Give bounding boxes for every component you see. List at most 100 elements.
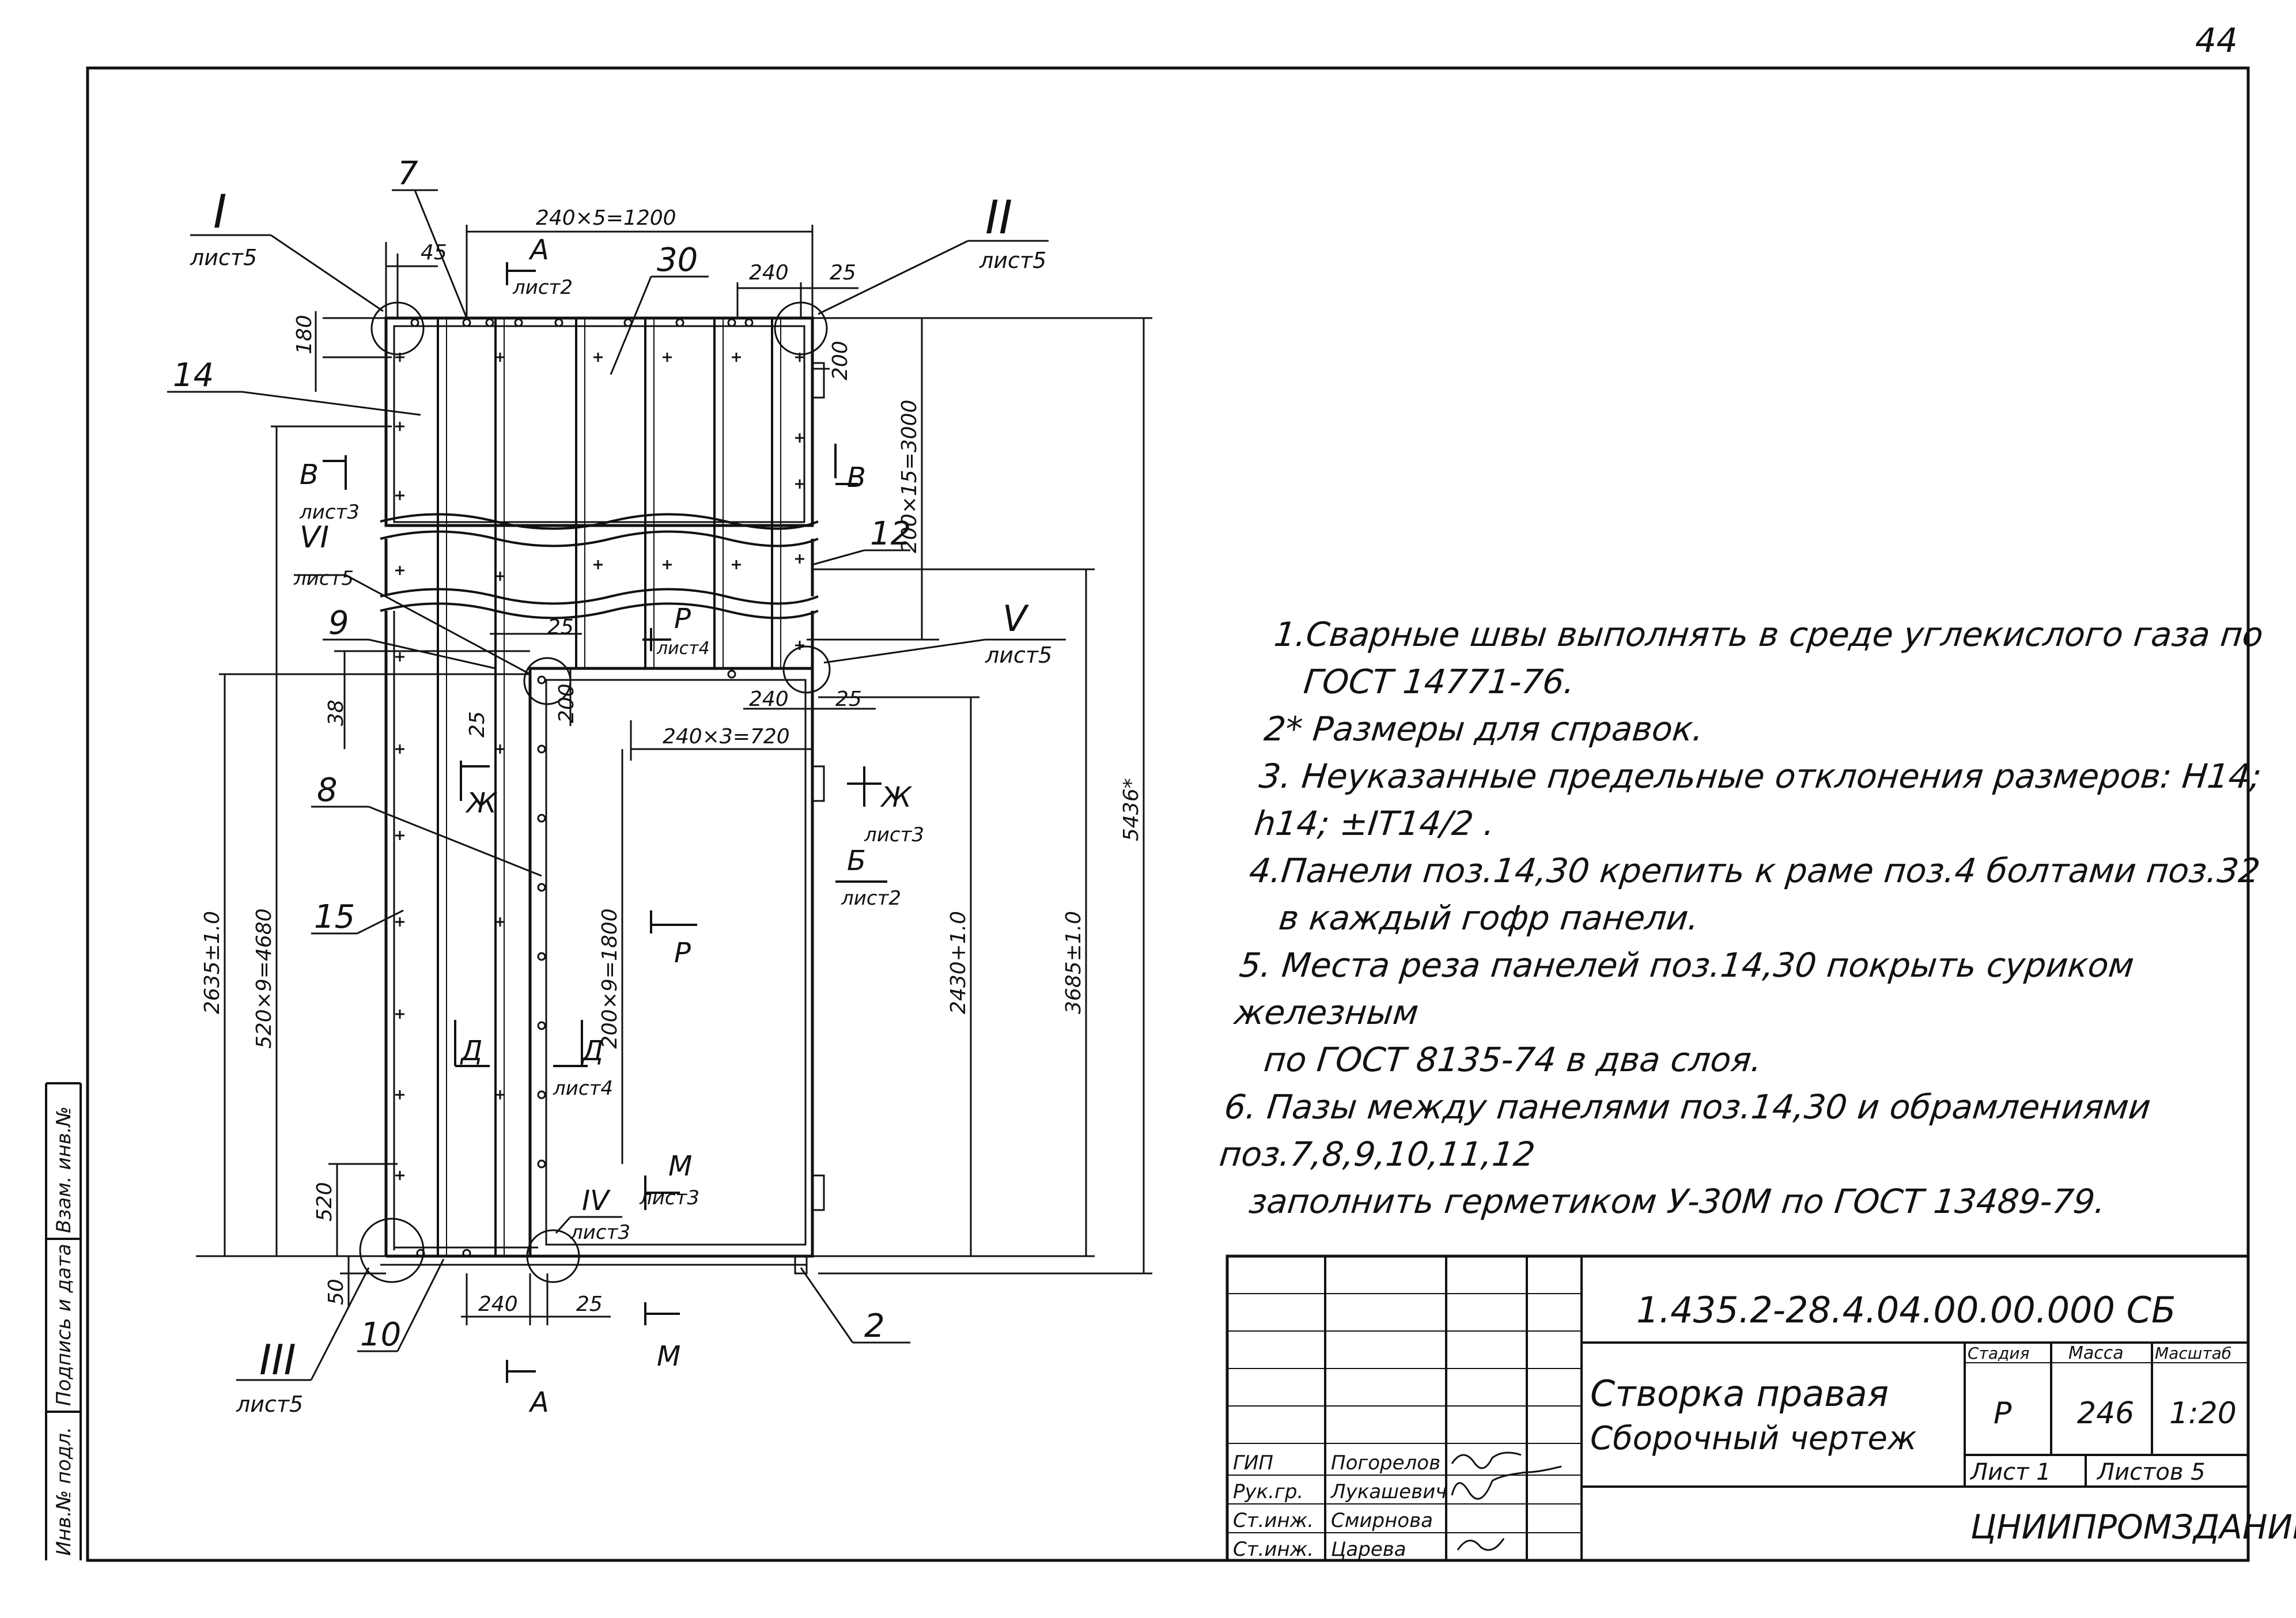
title-line2: Сборочный чертеж [1590,1420,1916,1457]
dim-mid-span: 240×3=720 [663,725,790,748]
section-D-right-sheet: лист4 [553,1077,613,1100]
section-Zh-left: Ж [465,787,498,819]
pos-14: 14 [173,357,214,394]
dim-25-bottom: 25 [576,1292,603,1316]
dimension-texts: 240×5=1200 45 240 25 180 200 200×15=3000… [201,206,1143,1316]
dim-left-inner: 520×9=4680 [252,908,276,1049]
section-labels: А лист2 В лист3 В Р лист4 Ж Ж лист3 Б ли… [299,234,924,1419]
view-I-sheet: лист5 [190,245,257,270]
view-markers: I лист5 II лист5 V лист5 VI лист5 III ли… [190,185,1052,1417]
mass-label: Масса [2068,1343,2124,1363]
dim-520: 520 [313,1182,336,1222]
detail-circle-IV [526,1229,580,1283]
dim-200-mid: 200 [555,683,578,723]
section-A-top-sheet: лист2 [512,276,573,299]
dim-25-top: 25 [830,261,856,285]
pos-8: 8 [317,772,338,809]
name-2: Лукашевич [1330,1480,1447,1503]
section-A-top: А [528,234,549,266]
page-number: 44 [2195,21,2238,60]
title-block-texts: 1.435.2-28.4.04.00.00.000 СБ Створка пра… [1233,1289,2296,1561]
dim-left-outer: 2635±1.0 [201,911,224,1014]
detail-circle-III [359,1218,425,1283]
pos-2: 2 [864,1307,885,1345]
note-6: 6. Пазы между панелями поз.14,30 и обрам… [1217,1087,2153,1174]
signatures [1451,1451,1562,1551]
dim-240-mid: 240 [749,687,789,711]
role-4: Ст.инж. [1233,1538,1314,1561]
stamp-sign: Подпись и дата [52,1243,75,1406]
section-D-right: Д [581,1035,604,1067]
section-D-left: Д [460,1035,483,1067]
break-line-2 [380,588,819,605]
role-1: ГИП [1233,1451,1273,1475]
position-numbers: 7 30 14 12 9 8 15 10 2 [173,155,911,1354]
note-4: 4.Панели поз.14,30 крепить к раме поз.4 … [1247,851,2262,890]
dim-25-v: 25 [466,711,489,738]
dim-right-mid: 3685±1.0 [1062,911,1085,1014]
dim-25-mid2: 25 [835,687,862,711]
pos-15: 15 [314,898,355,936]
dim-50: 50 [324,1279,348,1305]
role-3: Ст.инж. [1233,1509,1314,1532]
sheet-frame [86,66,2250,1562]
doc-code: 1.435.2-28.4.04.00.00.000 СБ [1636,1289,2176,1331]
signature-3 [1457,1538,1505,1551]
pos-9: 9 [328,604,349,642]
leaf-top-section [384,316,814,527]
section-V-right: В [847,462,866,494]
section-R-top-sheet: лист4 [656,638,710,659]
dim-overall: 5436* [1119,778,1143,841]
pos-7: 7 [398,155,418,192]
dim-top-span: 240×5=1200 [536,206,676,230]
section-markers [323,262,887,1383]
dim-240-bottom: 240 [478,1292,518,1316]
note-1: 1.Сварные швы выполнять в среде углекисл… [1272,615,2265,654]
view-II: II [985,191,1012,244]
organization: ЦНИИПРОМЗДАНИЙ [1970,1507,2296,1547]
hinge-plate-upper [811,362,825,399]
pos-12: 12 [870,515,911,553]
note-2: 2* Размеры для справок. [1262,709,1706,748]
hinge-plate-lower [811,1174,825,1211]
section-Zh-right-sheet: лист3 [864,823,924,846]
section-B-sheet: лист2 [841,887,901,910]
sheets-total: Листов 5 [2096,1459,2206,1485]
door-drawing [359,301,831,1283]
part-2-plate [794,1255,808,1275]
section-V-left-sheet: лист3 [299,501,360,524]
dim-38: 38 [324,700,348,726]
section-Zh-right: Ж [880,781,913,814]
note-6-cont: заполнить герметиком У-30М по ГОСТ 13489… [1247,1182,2108,1221]
title-block [1225,1254,2250,1562]
note-1-cont: ГОСТ 14771-76. [1302,662,1577,701]
dim-25-mid: 25 [547,615,574,639]
stamp-inv: Инв.№ подл. [52,1427,75,1556]
signature-1 [1451,1451,1522,1469]
side-stamp: Взам. инв.№ Подпись и дата Инв.№ подл. [45,1082,82,1560]
detail-circle-V [782,645,831,694]
section-R-mid: Р [674,937,691,969]
section-M-top: М [668,1150,692,1182]
note-3: 3. Неуказанные предельные отклонения раз… [1252,757,2264,843]
stage-value: Р [1994,1396,2012,1431]
view-IV: IV [582,1185,611,1217]
scale-label: Масштаб [2155,1344,2231,1363]
view-II-sheet: лист5 [979,248,1046,273]
role-2: Рук.гр. [1233,1480,1303,1503]
pos-10: 10 [360,1316,401,1354]
view-V-sheet: лист5 [985,642,1052,668]
dim-200-right: 200 [829,341,852,380]
dim-right-upper: 200×15=3000 [898,400,921,553]
dim-180: 180 [293,315,316,354]
stamp-replace: Взам. инв.№ [52,1106,75,1233]
dim-door-h: 2430+1.0 [947,911,970,1014]
note-4-cont: в каждый гофр панели. [1277,898,1701,937]
drawing-notes: 1.Сварные швы выполнять в среде углекисл… [1212,611,2291,1225]
section-R-top: Р [674,603,691,635]
name-3: Смирнова [1331,1509,1433,1532]
title-line1: Створка правая [1590,1373,1889,1415]
note-5-cont: по ГОСТ 8135-74 в два слоя. [1262,1040,1764,1079]
view-III-sheet: лист5 [236,1392,303,1417]
